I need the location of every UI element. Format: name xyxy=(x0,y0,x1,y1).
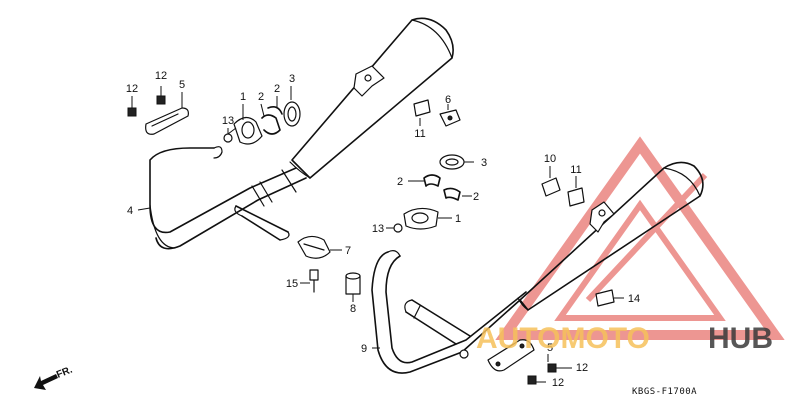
gasket-3-right xyxy=(439,154,465,170)
callout-12-b: 12 xyxy=(155,70,167,82)
part-5-plate-left xyxy=(145,107,189,135)
grommet-11-upper xyxy=(413,99,431,126)
callout-10: 10 xyxy=(544,153,556,165)
front-direction-arrow: FR. xyxy=(34,364,74,390)
nut-13-left xyxy=(223,128,233,143)
callout-15: 15 xyxy=(286,278,298,290)
callout-11-upper: 11 xyxy=(414,128,425,140)
callout-5-left: 5 xyxy=(179,79,185,91)
ring-2-right-b xyxy=(443,187,461,201)
callout-2-right-a: 2 xyxy=(397,176,403,188)
gasket-1-left xyxy=(233,116,263,145)
exhaust-pipe-9 xyxy=(371,250,527,374)
right-muffler xyxy=(517,161,704,311)
callout-2-right-b: 2 xyxy=(473,191,479,203)
callout-7: 7 xyxy=(345,245,351,257)
collar-8 xyxy=(345,272,361,302)
callout-13-left: 13 xyxy=(222,115,234,127)
callout-5-right: 5 xyxy=(547,342,553,354)
callout-1-left: 1 xyxy=(240,91,246,103)
callout-1-right: 1 xyxy=(455,213,461,225)
callout-6: 6 xyxy=(445,94,451,106)
callout-8: 8 xyxy=(350,303,356,315)
left-muffler xyxy=(289,17,454,179)
exhaust-pipe-4 xyxy=(149,146,307,250)
bolt-12-c xyxy=(547,363,572,373)
ring-2-left-a xyxy=(261,114,281,135)
watermark-text-right: HUB xyxy=(708,322,773,355)
leader-lines xyxy=(137,86,549,362)
watermark-text: AUTOMOTO HUB xyxy=(476,322,773,355)
bolt-12-d xyxy=(527,375,546,385)
callout-3-left: 3 xyxy=(289,73,295,85)
callout-12-d: 12 xyxy=(552,377,564,389)
nut-13-right xyxy=(393,223,403,233)
part-5-plate-right xyxy=(487,339,535,372)
bolt-12-b xyxy=(156,86,166,105)
watermark-text-left: AUTOMOTO xyxy=(476,322,650,355)
clamp-7 xyxy=(297,235,342,259)
direction-label: FR. xyxy=(55,364,74,380)
callout-labels: 5 12 12 1 2 2 3 13 4 11 6 3 2 2 1 13 7 1… xyxy=(126,70,640,389)
callout-4: 4 xyxy=(127,205,133,217)
grommet-11-lower xyxy=(567,176,585,207)
callout-14: 14 xyxy=(628,293,640,305)
watermark-logo xyxy=(495,136,785,340)
callout-12-a: 12 xyxy=(126,83,138,95)
gasket-1-right xyxy=(403,207,439,230)
callout-13-right: 13 xyxy=(372,223,384,235)
clip-6 xyxy=(439,104,461,127)
callout-12-c: 12 xyxy=(576,362,588,374)
callout-2-left-b: 2 xyxy=(274,83,280,95)
callout-2-left-a: 2 xyxy=(258,91,264,103)
clip-10 xyxy=(541,166,561,197)
callout-11-lower: 11 xyxy=(570,164,581,176)
bolt-15 xyxy=(300,269,319,293)
nut-14 xyxy=(595,289,624,307)
callout-3-right: 3 xyxy=(481,157,487,169)
bolt-12-a xyxy=(127,96,137,117)
callout-9: 9 xyxy=(361,343,367,355)
ring-2-left-b xyxy=(267,106,283,115)
diagram-code: KBGS-F1700A xyxy=(632,387,697,397)
gasket-3-left xyxy=(283,101,301,127)
ring-2-right-a xyxy=(423,174,441,187)
